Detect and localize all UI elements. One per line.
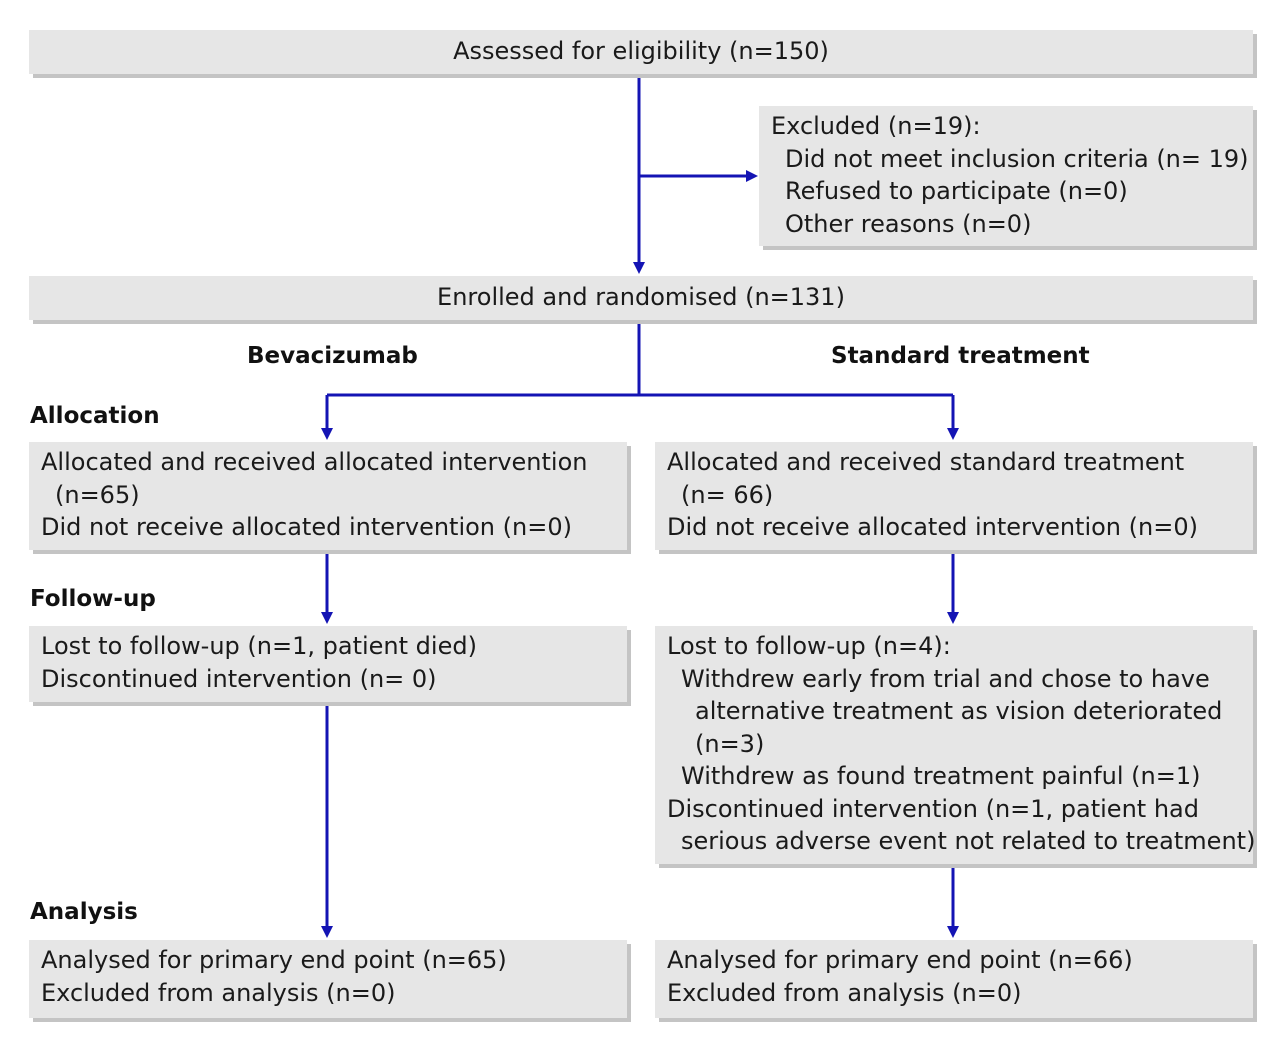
allocation-line: (n=65) [55, 480, 140, 509]
followup-line: Lost to follow-up (n=4): [667, 632, 951, 660]
excluded-title: Excluded (n=19): [771, 112, 981, 140]
followup-line: serious adverse event not related to tre… [681, 827, 1256, 855]
stage-label-analysis: Analysis [30, 899, 138, 925]
analysis-line: Analysed for primary end point (n=65) [41, 946, 507, 974]
eligibility-text: Assessed for eligibility (n=150) [453, 37, 829, 65]
followup-line: Discontinued intervention (n=1, patient … [667, 794, 1199, 823]
allocation-line: Did not receive allocated intervention (… [41, 513, 572, 541]
followup-line: (n=3) [695, 729, 765, 758]
allocation-line: Allocated and received allocated interve… [41, 448, 588, 476]
allocation-line: (n= 66) [681, 480, 774, 509]
followup-line: Discontinued intervention (n= 0) [41, 664, 437, 693]
enrolled-text: Enrolled and randomised (n=131) [437, 283, 845, 311]
arm-label-standard: Standard treatment [831, 343, 1090, 369]
allocation-line: Allocated and received standard treatmen… [667, 448, 1185, 476]
allocation-box-standard: Allocated and received standard treatmen… [655, 442, 1253, 550]
stage-label-allocation: Allocation [30, 403, 160, 429]
analysis-line: Analysed for primary end point (n=66) [667, 946, 1133, 974]
followup-line: Lost to follow-up (n=1, patient died) [41, 632, 477, 660]
analysis-line: Excluded from analysis (n=0) [41, 978, 396, 1007]
arm-label-bevacizumab: Bevacizumab [247, 343, 418, 369]
allocation-line: Did not receive allocated intervention (… [667, 513, 1198, 541]
stage-label-followup: Follow-up [30, 586, 156, 612]
analysis-box-standard: Analysed for primary end point (n=66) Ex… [655, 940, 1253, 1018]
analysis-line: Excluded from analysis (n=0) [667, 978, 1022, 1007]
followup-line: Withdrew early from trial and chose to h… [681, 664, 1210, 693]
followup-box-bevacizumab: Lost to follow-up (n=1, patient died) Di… [29, 626, 627, 702]
analysis-box-bevacizumab: Analysed for primary end point (n=65) Ex… [29, 940, 627, 1018]
followup-box-standard: Lost to follow-up (n=4): Withdrew early … [655, 626, 1256, 864]
enrolled-box: Enrolled and randomised (n=131) [29, 276, 1253, 320]
excluded-item: Other reasons (n=0) [785, 209, 1032, 238]
excluded-box: Excluded (n=19): Did not meet inclusion … [759, 106, 1253, 246]
excluded-item: Refused to participate (n=0) [785, 177, 1128, 205]
followup-line: alternative treatment as vision deterior… [695, 697, 1223, 725]
excluded-item: Did not meet inclusion criteria (n= 19) [785, 144, 1249, 173]
followup-line: Withdrew as found treatment painful (n=1… [681, 762, 1201, 790]
eligibility-box: Assessed for eligibility (n=150) [29, 30, 1253, 74]
allocation-box-bevacizumab: Allocated and received allocated interve… [29, 442, 627, 550]
